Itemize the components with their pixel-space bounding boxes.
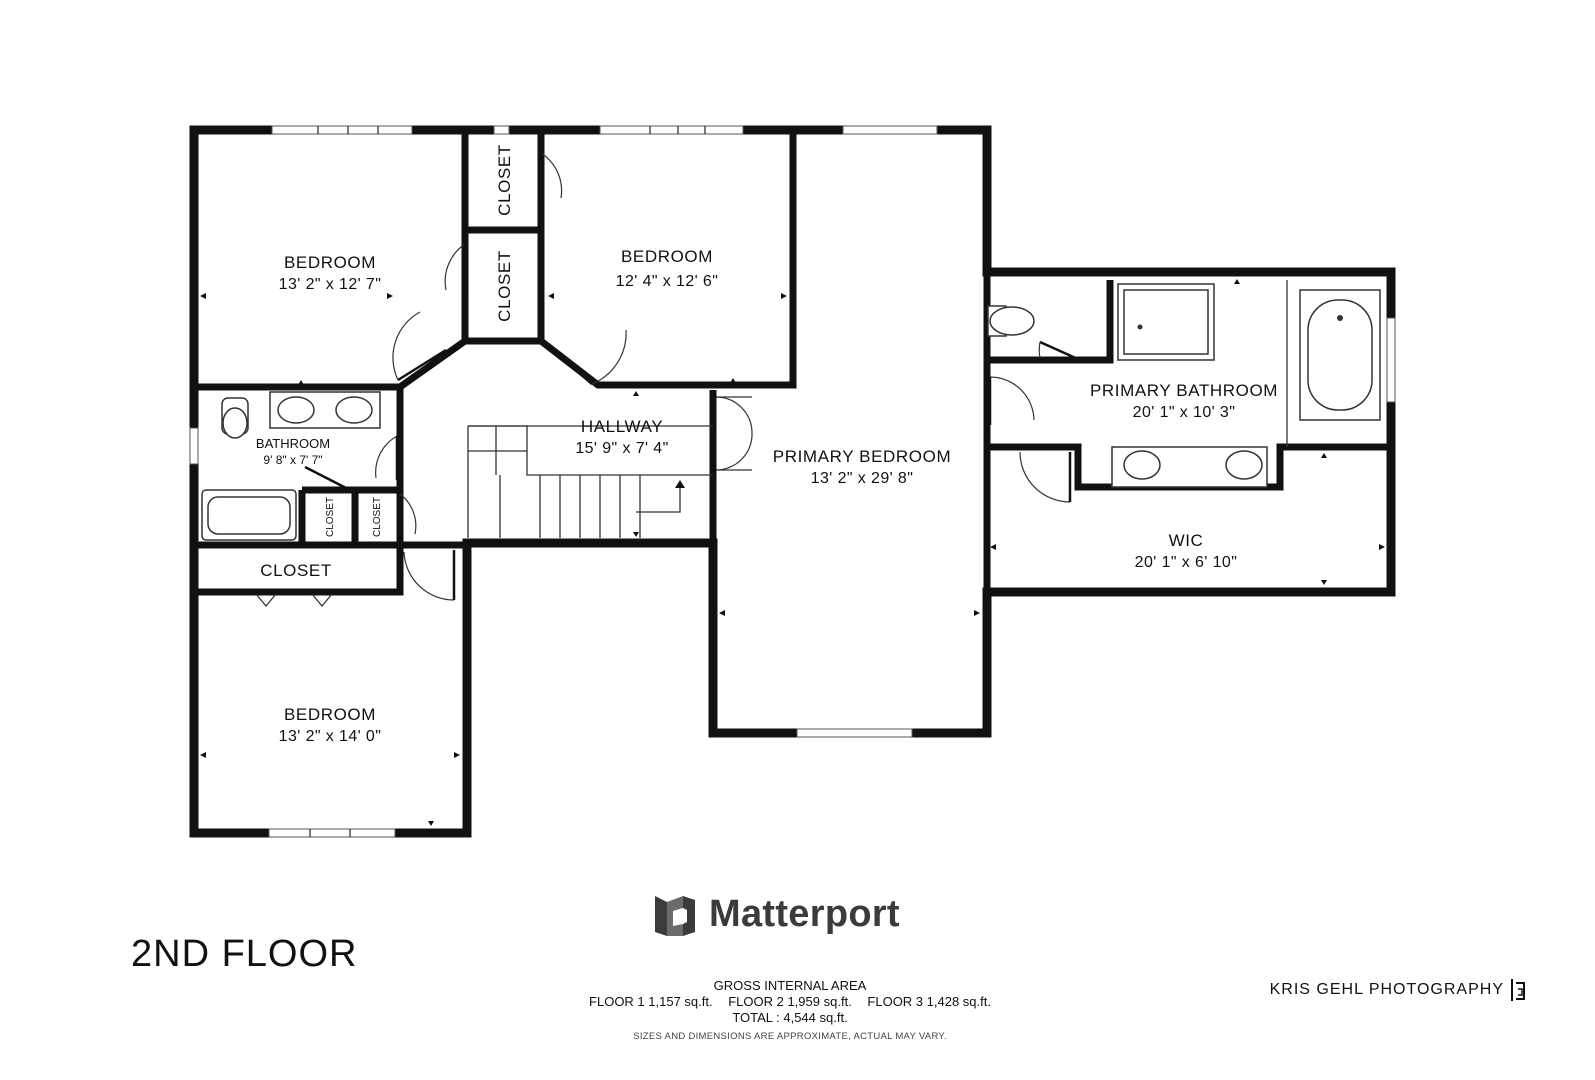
- room-dims-bedroom-n: 12' 4" x 12' 6": [616, 273, 719, 290]
- room-name-hallway: HALLWAY: [581, 417, 663, 436]
- photographer-credit: KRIS GEHL PHOTOGRAPHY: [1228, 965, 1528, 1015]
- room-name-primary-bedroom: PRIMARY BEDROOM: [773, 447, 951, 466]
- area-floor-3: FLOOR 3 1,428 sq.ft.: [867, 994, 991, 1009]
- room-dims-wic: 20' 1" x 6' 10": [1135, 554, 1238, 571]
- area-floor-1: FLOOR 1 1,157 sq.ft.: [589, 994, 713, 1009]
- area-floors: FLOOR 1 1,157 sq.ft. FLOOR 2 1,959 sq.ft…: [540, 994, 1040, 1010]
- room-name-closet-small-1: CLOSET: [325, 497, 336, 537]
- room-labels: BEDROOM 13' 2" x 12' 7" CLOSET CLOSET BE…: [256, 144, 1278, 745]
- room-name-closet-top: CLOSET: [495, 144, 514, 216]
- room-dims-primary-bathroom: 20' 1" x 10' 3": [1133, 404, 1236, 421]
- room-name-closet-small-2: CLOSET: [372, 497, 383, 537]
- area-floor-2: FLOOR 2 1,959 sq.ft.: [728, 994, 852, 1009]
- staircase: [467, 425, 713, 538]
- matterport-logo-icon: [655, 896, 695, 936]
- dimension-ticks: [200, 279, 1385, 826]
- room-name-bedroom-nw: BEDROOM: [284, 253, 376, 272]
- brand: Matterport: [653, 890, 900, 938]
- room-dims-bedroom-sw: 13' 2" x 14' 0": [279, 728, 382, 745]
- photographer-name: KRIS GEHL PHOTOGRAPHY: [1269, 981, 1504, 998]
- kris-gehl-logo-icon: [1511, 979, 1525, 1001]
- room-dims-hallway: 15' 9" x 7' 4": [575, 440, 668, 457]
- room-name-bedroom-n: BEDROOM: [621, 247, 713, 266]
- room-name-bedroom-sw: BEDROOM: [284, 705, 376, 724]
- room-name-closet-mid: CLOSET: [495, 250, 514, 322]
- brand-name: Matterport: [709, 892, 900, 935]
- doors: [255, 152, 1081, 608]
- interior-walls: [194, 130, 1391, 733]
- room-dims-bedroom-nw: 13' 2" x 12' 7": [279, 276, 382, 293]
- bath-fixtures: [201, 280, 1381, 541]
- room-name-primary-bathroom: PRIMARY BATHROOM: [1090, 381, 1278, 400]
- area-total: TOTAL : 4,544 sq.ft.: [732, 1010, 848, 1025]
- room-dims-bathroom: 9' 8" x 7' 7": [263, 453, 322, 467]
- area-heading: GROSS INTERNAL AREA: [713, 978, 867, 993]
- windows: [189, 125, 1396, 838]
- room-name-wic: WIC: [1169, 531, 1204, 550]
- floor-title: 2ND FLOOR: [131, 933, 358, 975]
- area-summary: GROSS INTERNAL AREA FLOOR 1 1,157 sq.ft.…: [540, 978, 1040, 1045]
- room-name-closet-linen: CLOSET: [260, 561, 332, 580]
- room-name-bathroom: BATHROOM: [256, 436, 330, 451]
- room-dims-primary-bedroom: 13' 2" x 29' 8": [811, 470, 914, 487]
- area-disclaimer: SIZES AND DIMENSIONS ARE APPROXIMATE, AC…: [633, 1031, 947, 1042]
